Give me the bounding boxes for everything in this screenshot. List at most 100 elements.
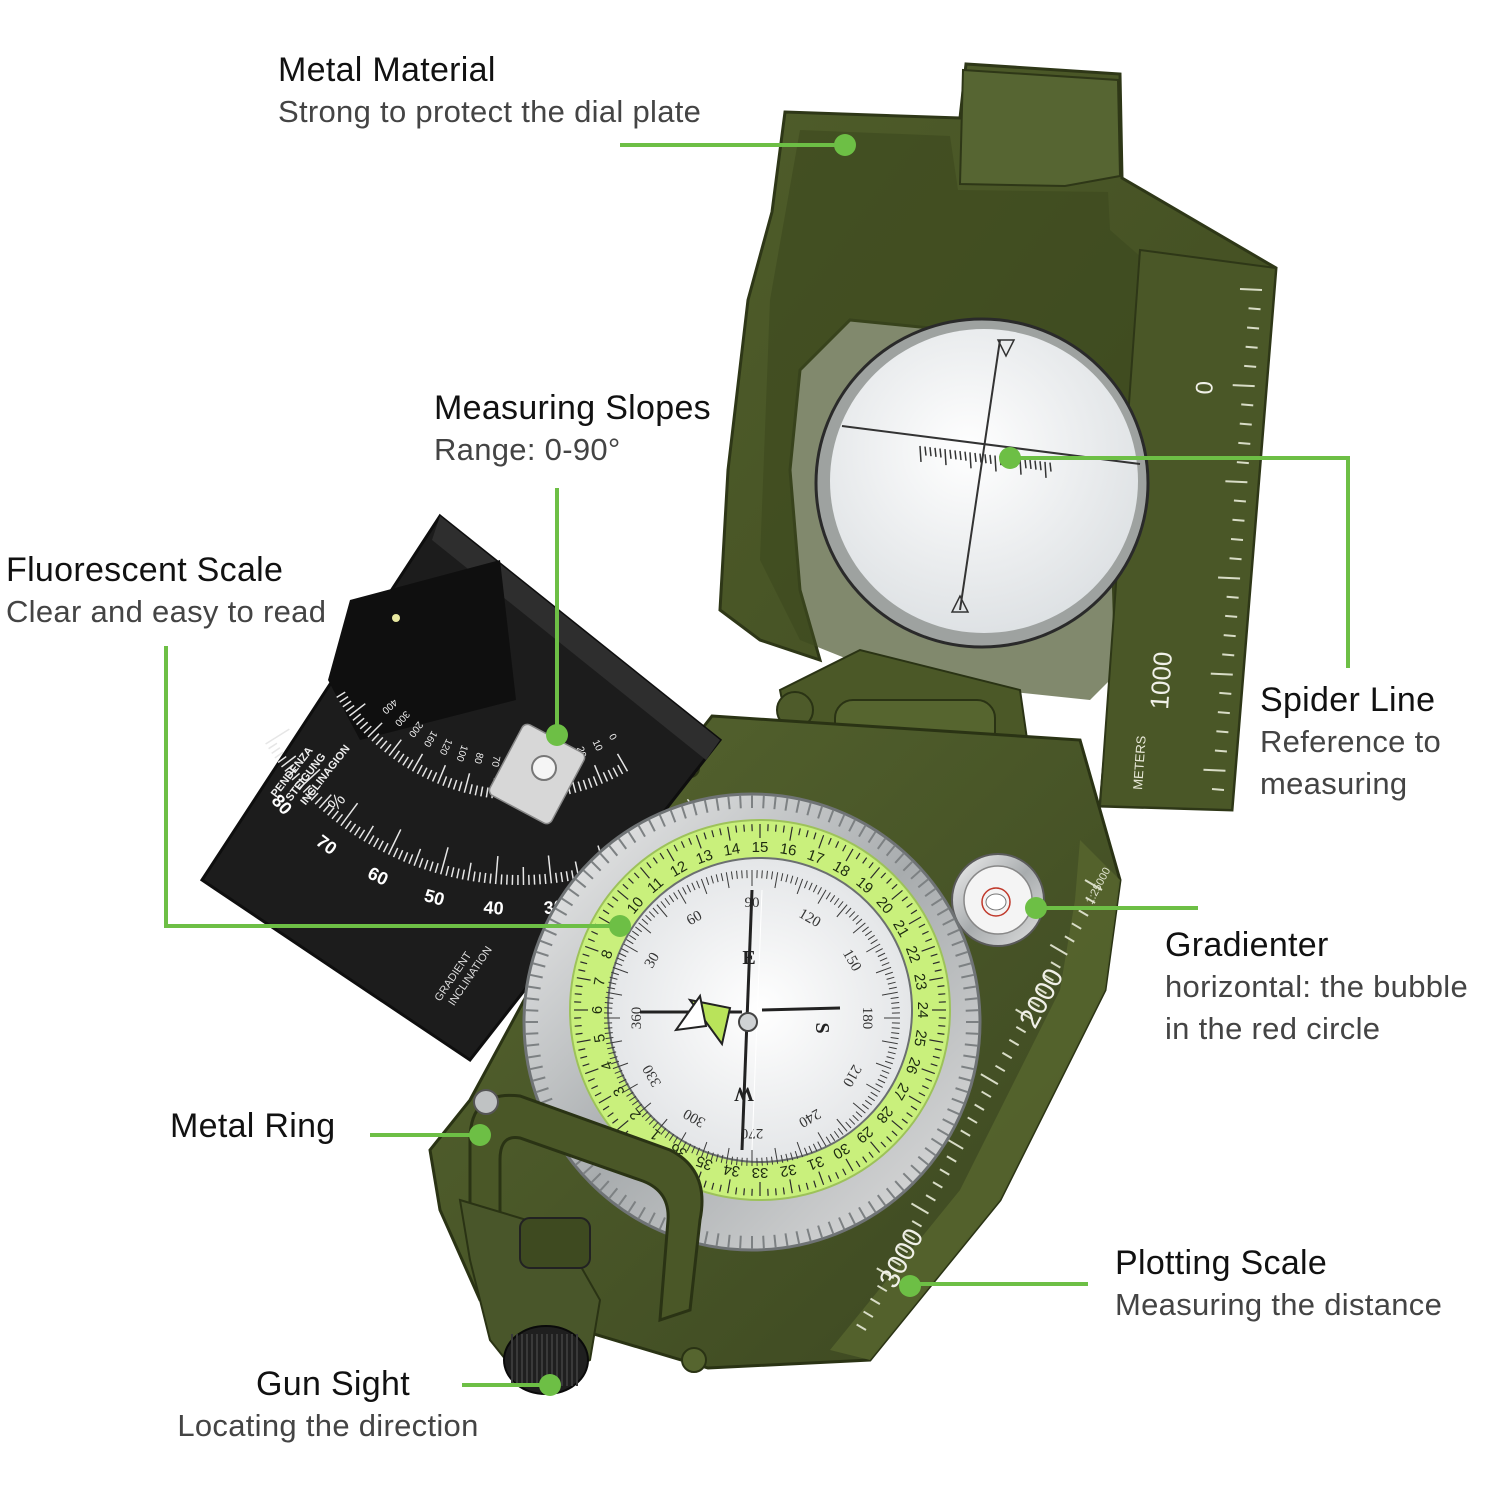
knurl-ridge [965, 1044, 978, 1045]
knurl-ridge [740, 1236, 741, 1249]
knurl-ridge [525, 1010, 538, 1011]
mil-tick [575, 1026, 582, 1027]
lid-scale-zero: 0 [1191, 380, 1219, 395]
degree-label: 180 [859, 1007, 875, 1030]
callout-spider-line-subtitle-1: Reference to [1260, 721, 1441, 763]
spider-tick [965, 452, 966, 461]
lid-scale-tick [1224, 635, 1236, 636]
lid-scale-tick [1227, 597, 1239, 598]
spider-tick [1030, 460, 1031, 469]
spider-tick [1050, 463, 1051, 472]
callout-gradienter-title: Gradienter [1165, 925, 1468, 966]
degree-tick [762, 1158, 763, 1166]
callout-spider-line-subtitle-2: measuring [1260, 763, 1441, 805]
callout-measuring-slopes-subtitle: Range: 0-90° [434, 429, 711, 471]
lid-scale-tick [1240, 289, 1262, 290]
lid-scale-tick [1211, 674, 1233, 675]
spider-tick [925, 447, 926, 456]
dot-plotting-scale [899, 1275, 921, 1297]
mil-label: 33 [752, 1164, 769, 1181]
callout-gradienter: Gradienter horizontal: the bubble in the… [1165, 925, 1468, 1050]
knurl-ridge [774, 1235, 775, 1248]
spider-tick [920, 446, 921, 462]
mil-tick [744, 825, 745, 832]
spider-tick [1035, 461, 1036, 470]
degree-tick [742, 1158, 743, 1166]
cardinal-west: W [734, 1083, 754, 1105]
lid-scale-tick [1241, 404, 1253, 405]
cardinal-south: S [811, 1022, 833, 1033]
callout-gun-sight-title: Gun Sight [158, 1364, 498, 1405]
lid-scale-tick [1230, 558, 1242, 559]
knurl-ridge [728, 796, 729, 809]
lid-scale-tick [1203, 770, 1225, 771]
clinometer-pointer-knob[interactable] [532, 756, 556, 780]
callout-metal-ring: Metal Ring [170, 1106, 336, 1147]
lid-scale-tick [1233, 385, 1255, 386]
spider-tick [1040, 461, 1041, 470]
degree-tick [742, 870, 743, 878]
mil-tick [938, 994, 945, 995]
mil-label: 6 [589, 1006, 606, 1014]
spider-tick [1045, 462, 1046, 478]
knurl-ridge [525, 1033, 538, 1034]
spider-tick [940, 448, 941, 457]
mil-tick [776, 825, 777, 832]
knurl-ridge [728, 1235, 729, 1248]
callout-spider-line-title: Spider Line [1260, 680, 1441, 721]
dial-pivot [739, 1013, 757, 1031]
callout-gun-sight-subtitle: Locating the direction [158, 1405, 498, 1447]
cardinal-east: E [742, 947, 755, 969]
knurl-ridge [763, 1236, 764, 1249]
spider-tick [990, 455, 991, 464]
callout-plotting-scale-subtitle: Measuring the distance [1115, 1284, 1442, 1326]
callout-fluorescent-scale-subtitle: Clear and easy to read [6, 591, 326, 633]
lid-scale-tick [1225, 481, 1247, 482]
lid-scale-tick [1232, 520, 1244, 521]
lid-scale-tick [1216, 731, 1228, 732]
clino-degree-tick [490, 874, 491, 884]
lid-scale-tick [1222, 654, 1234, 655]
dot-gun-sight [539, 1374, 561, 1396]
clino-degree-label: 90 [231, 743, 259, 771]
lid-scale-tick [1246, 347, 1258, 348]
knurl-ridge [763, 795, 764, 808]
spider-tick [950, 450, 951, 459]
degree-tick [762, 870, 763, 878]
mil-label: 14 [722, 840, 741, 860]
dot-gradienter [1025, 897, 1047, 919]
dot-metal-material [834, 134, 856, 156]
degree-label: 360 [629, 1007, 645, 1030]
lid-scale-tick [1237, 462, 1249, 463]
callout-plotting-scale: Plotting Scale Measuring the distance [1115, 1243, 1442, 1326]
callout-spider-line: Spider Line Reference to measuring [1260, 680, 1441, 805]
callout-fluorescent-scale-title: Fluorescent Scale [6, 550, 326, 591]
lid-scale-1000: 1000 [1144, 651, 1178, 711]
clino-percent-label: 70 [489, 755, 502, 768]
callout-measuring-slopes-title: Measuring Slopes [434, 388, 711, 429]
lid-top-block [960, 70, 1120, 186]
lid-scale-tick [1225, 616, 1237, 617]
dot-fluorescent-scale [609, 915, 631, 937]
knurl-ridge [966, 1033, 979, 1034]
callout-metal-ring-title: Metal Ring [170, 1106, 336, 1147]
callout-measuring-slopes: Measuring Slopes Range: 0-90° [434, 388, 711, 471]
callout-metal-material-subtitle: Strong to protect the dial plate [278, 91, 701, 133]
mil-label: 15 [752, 839, 769, 856]
lid-scale-tick [1234, 501, 1246, 502]
spider-tick [945, 449, 946, 465]
callout-gradienter-subtitle-1: horizontal: the bubble [1165, 966, 1468, 1008]
mirror-glass [830, 329, 1138, 633]
mil-tick [776, 1188, 777, 1195]
lid-scale-tick [1240, 424, 1252, 425]
spider-tick [980, 454, 981, 463]
mil-label: 24 [914, 1002, 931, 1019]
spider-tick [970, 452, 971, 468]
clino-degree-tick [501, 874, 502, 884]
clino-degree-tick [545, 874, 546, 884]
mil-label: 23 [910, 972, 930, 991]
degree-tick [892, 1008, 900, 1009]
spider-tick [975, 453, 976, 462]
spider-tick [935, 448, 936, 457]
